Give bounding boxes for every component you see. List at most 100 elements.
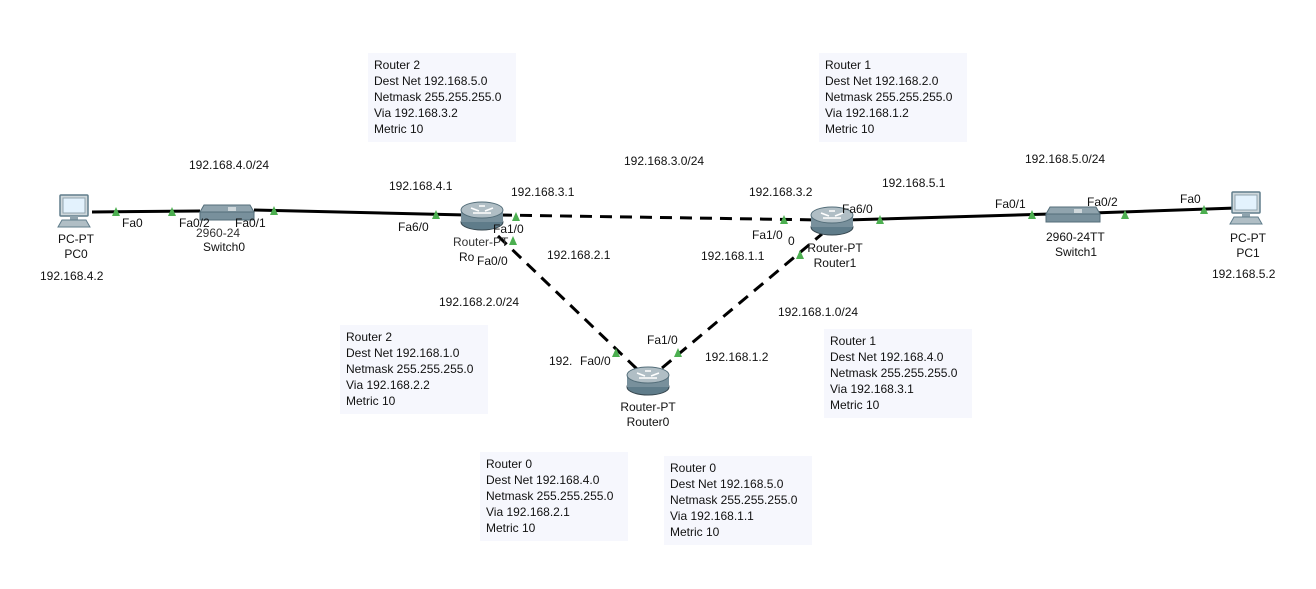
network-label: 192.168.5.0/24	[1025, 152, 1106, 166]
note-netmask: Netmask 255.255.255.0	[374, 90, 502, 104]
port-label: Fa0/0	[477, 254, 508, 268]
note-metric: Metric 10	[830, 398, 880, 412]
port-up-indicator	[432, 210, 440, 219]
ip-address-label: 192.168.2.1	[547, 248, 611, 262]
link-router1-switch1[interactable]	[845, 212, 1051, 222]
router1-name-label: Router1	[813, 256, 857, 270]
port-up-indicator	[1200, 205, 1208, 214]
port-up-indicator	[270, 206, 278, 215]
port-label: Fa1/0	[493, 222, 524, 236]
note-via: Via 192.168.3.1	[830, 382, 914, 396]
link-switch0-router2[interactable]	[253, 208, 467, 217]
note-netmask: Netmask 255.255.255.0	[825, 90, 953, 104]
network-label: 192.168.1.0/24	[778, 305, 859, 319]
switch-icon[interactable]	[1044, 201, 1102, 225]
note-metric: Metric 10	[670, 525, 720, 539]
port-label: Fa6/0	[842, 202, 873, 216]
note-dest-net: Dest Net 192.168.2.0	[825, 74, 939, 88]
ip-address-label: 192.168.5.1	[882, 176, 946, 190]
note-metric: Metric 10	[346, 394, 396, 408]
pc1-ip-label: 192.168.5.2	[1212, 267, 1276, 281]
link-switch1-pc1[interactable]	[1091, 206, 1237, 215]
port-up-indicator	[780, 215, 788, 224]
note-via: Via 192.168.1.1	[670, 509, 754, 523]
network-label: 192.168.4.0/24	[189, 158, 270, 172]
note-router: Router 0	[670, 461, 717, 475]
port-label: Fa0/1	[235, 216, 266, 230]
note-via: Via 192.168.1.2	[825, 106, 909, 120]
routing-note[interactable]: Router 0 Dest Net 192.168.4.0 Netmask 25…	[480, 452, 628, 541]
ip-address-label: 192.168.1.2	[705, 350, 769, 364]
router2-name-label: Ro	[459, 250, 475, 264]
port-label: Fa0/2	[1087, 195, 1118, 209]
note-router: Router 0	[486, 457, 533, 471]
switch0-type-label: 2960-24	[196, 226, 241, 240]
routing-note[interactable]: Router 2 Dest Net 192.168.5.0 Netmask 25…	[368, 53, 516, 142]
port-up-indicator	[674, 348, 682, 357]
port-label: Fa1/0	[752, 228, 783, 242]
routing-note[interactable]: Router 0 Dest Net 192.168.5.0 Netmask 25…	[664, 456, 812, 545]
note-netmask: Netmask 255.255.255.0	[346, 362, 474, 376]
note-dest-net: Dest Net 192.168.4.0	[830, 350, 944, 364]
ip-address-label: 192.168.4.1	[389, 179, 453, 193]
pc1-type-label: PC-PT	[1230, 231, 1266, 245]
port-label: Fa0	[122, 216, 143, 230]
port-up-indicator	[1028, 210, 1036, 219]
switch1-name-label: Switch1	[1054, 245, 1098, 259]
note-dest-net: Dest Net 192.168.1.0	[346, 346, 460, 360]
note-router: Router 2	[374, 58, 421, 72]
router0-name-label: Router0	[626, 415, 670, 429]
note-router: Router 1	[830, 334, 877, 348]
port-up-indicator	[509, 236, 517, 245]
port-label: Fa0	[1180, 192, 1201, 206]
router-icon[interactable]	[625, 363, 671, 397]
router0-type-label: Router-PT	[620, 400, 676, 414]
pc0-name-label: PC0	[64, 247, 88, 261]
note-metric: Metric 10	[825, 122, 875, 136]
note-metric: Metric 10	[374, 122, 424, 136]
network-label: 192.168.3.0/24	[624, 154, 705, 168]
router2-type-label: Router-PT	[453, 235, 509, 249]
switch1-type-label: 2960-24TT	[1046, 230, 1105, 244]
link-router2-router0[interactable]	[496, 234, 640, 372]
link-router0-router1[interactable]	[661, 232, 823, 370]
ip-address-label: 192.	[549, 354, 573, 368]
note-netmask: Netmask 255.255.255.0	[670, 493, 798, 507]
pc-icon[interactable]	[1228, 190, 1266, 226]
routing-note[interactable]: Router 2 Dest Net 192.168.1.0 Netmask 25…	[340, 325, 488, 414]
note-via: Via 192.168.2.2	[346, 378, 430, 392]
router-icon[interactable]	[459, 198, 505, 232]
note-dest-net: Dest Net 192.168.4.0	[486, 473, 600, 487]
ip-address-label: 192.168.3.1	[511, 185, 575, 199]
port-up-indicator	[168, 207, 176, 216]
pc1-name-label: PC1	[1236, 246, 1260, 260]
port-up-indicator	[1121, 210, 1129, 219]
port-label: Fa0/0	[580, 354, 611, 368]
port-up-indicator	[876, 215, 884, 224]
note-via: Via 192.168.2.1	[486, 505, 570, 519]
link-pc0-switch0[interactable]	[91, 209, 201, 214]
ip-address-label: 192.168.3.2	[749, 185, 813, 199]
routing-note[interactable]: Router 1 Dest Net 192.168.2.0 Netmask 25…	[819, 53, 967, 142]
ip-address-label: 192.168.1.1	[701, 249, 765, 263]
router1-type-label: Router-PT	[807, 241, 863, 255]
note-router: Router 1	[825, 58, 872, 72]
port-status-indicators	[112, 205, 1208, 357]
port-up-indicator	[112, 207, 120, 216]
port-label: Fa6/0	[398, 220, 429, 234]
port-up-indicator	[612, 348, 620, 357]
network-label: 192.168.2.0/24	[439, 295, 520, 309]
port-up-indicator	[796, 250, 804, 259]
port-label: 0	[788, 234, 795, 248]
router-icon[interactable]	[809, 203, 855, 237]
pc-icon[interactable]	[56, 193, 94, 229]
port-label: Fa0/2	[179, 216, 210, 230]
note-router: Router 2	[346, 330, 393, 344]
routing-note[interactable]: Router 1 Dest Net 192.168.4.0 Netmask 25…	[824, 329, 972, 418]
link-router2-router1[interactable]	[499, 213, 821, 222]
note-dest-net: Dest Net 192.168.5.0	[670, 477, 784, 491]
switch-icon[interactable]	[198, 199, 256, 223]
note-metric: Metric 10	[486, 521, 536, 535]
